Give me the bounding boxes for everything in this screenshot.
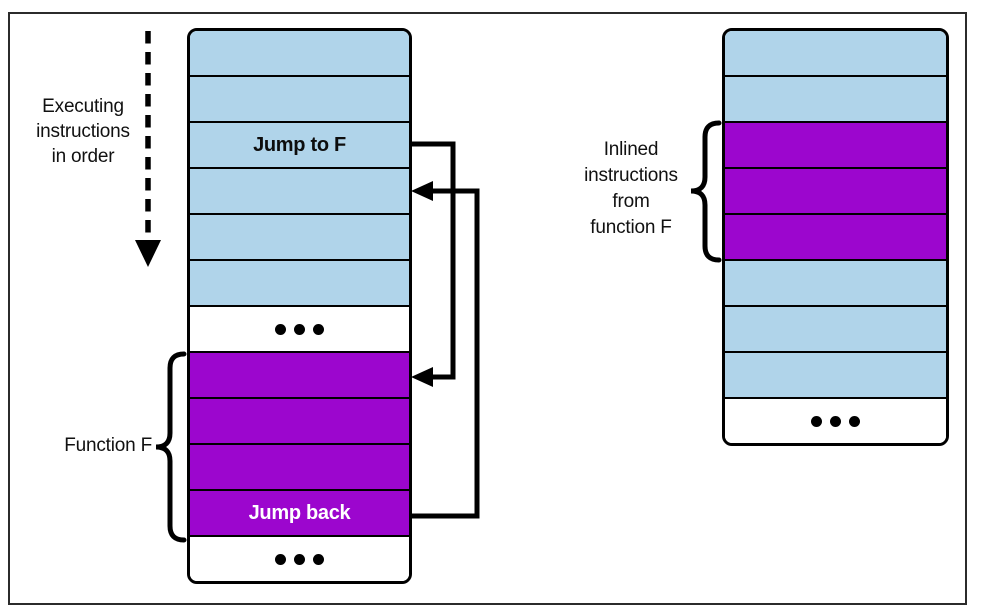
instruction-cell	[725, 305, 946, 351]
jump-back-cell: Jump back	[190, 489, 409, 535]
ellipsis-cell	[190, 305, 409, 351]
figure-border	[8, 12, 967, 605]
inlined-code-stack	[722, 28, 949, 446]
inlined-instruction-cell	[725, 167, 946, 213]
instruction-cell	[725, 75, 946, 121]
instruction-cell	[725, 259, 946, 305]
function-instruction-cell	[190, 351, 409, 397]
ellipsis-cell	[190, 535, 409, 581]
instruction-cell	[725, 31, 946, 75]
function-instruction-cell	[190, 443, 409, 489]
ellipsis-icon	[271, 323, 328, 335]
instruction-cell	[190, 213, 409, 259]
cell-label: Jump back	[248, 501, 351, 524]
function-f-label: Function F	[64, 435, 152, 456]
inlined-instruction-cell	[725, 213, 946, 259]
ellipsis-icon	[271, 553, 328, 565]
call-code-stack: Jump to F Jump back	[187, 28, 412, 584]
jump-to-f-cell: Jump to F	[190, 121, 409, 167]
inlined-instructions-label: Inlined instructions from function F	[584, 139, 678, 238]
ellipsis-icon	[807, 415, 864, 427]
function-instruction-cell	[190, 397, 409, 443]
instruction-cell	[190, 31, 409, 75]
ellipsis-cell	[725, 397, 946, 443]
execution-order-caption: Executing instructions in order	[36, 96, 130, 167]
instruction-cell	[190, 167, 409, 213]
inlined-instruction-cell	[725, 121, 946, 167]
instruction-cell	[190, 75, 409, 121]
instruction-cell	[725, 351, 946, 397]
instruction-cell	[190, 259, 409, 305]
cell-label: Jump to F	[253, 133, 346, 156]
